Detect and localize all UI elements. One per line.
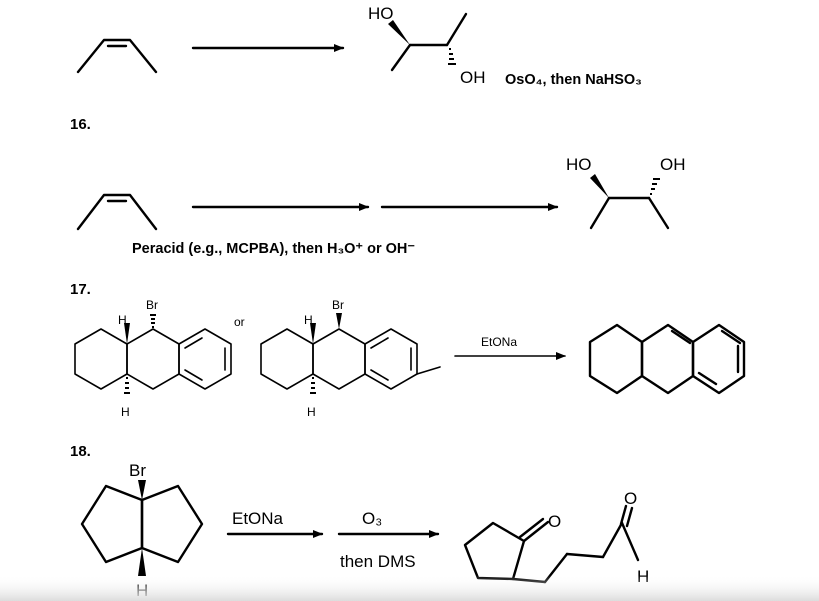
p18-reagent-2-top: O₃ <box>362 509 382 528</box>
p17-left-molecule <box>74 314 232 394</box>
p17-reagent: EtONa <box>481 335 517 349</box>
p18-bicyclic <box>80 480 204 576</box>
top-alkene <box>76 38 158 74</box>
p16-diol-product <box>589 174 670 230</box>
p17-right-br: Br <box>332 298 344 312</box>
top-oh-label: OH <box>460 68 486 87</box>
p17-product <box>588 323 746 395</box>
p17-left-br: Br <box>146 298 158 312</box>
top-reagent: OsO₄, then NaHSO₃ <box>505 72 642 88</box>
p17-right-molecule <box>260 313 441 394</box>
p18-reagent-2-bottom: then DMS <box>340 552 416 571</box>
p17-left-h-top: H <box>118 313 127 327</box>
p16-cis-alkene <box>76 193 158 231</box>
p17-or: or <box>234 315 245 329</box>
p16-reagent: Peracid (e.g., MCPBA), then H₃O⁺ or OH⁻ <box>132 241 415 257</box>
p16-ho-label: HO <box>566 155 592 174</box>
problem-17-number: 17. <box>70 281 91 298</box>
p18-br-label: Br <box>129 461 146 480</box>
top-diol <box>388 12 468 72</box>
p16-oh-label: OH <box>660 155 686 174</box>
p18-aldehyde-o: O <box>624 489 637 508</box>
p17-right-h-bottom: H <box>307 405 316 419</box>
p18-reagent-1: EtONa <box>232 509 284 528</box>
problem-16-number: 16. <box>70 116 91 133</box>
p17-right-h-top: H <box>304 313 313 327</box>
p17-left-h-bottom: H <box>121 405 130 419</box>
top-ho-label: HO <box>368 4 394 23</box>
problem-18-number: 18. <box>70 443 91 460</box>
p18-ketone-o: O <box>548 512 561 531</box>
bottom-fade <box>0 575 819 601</box>
